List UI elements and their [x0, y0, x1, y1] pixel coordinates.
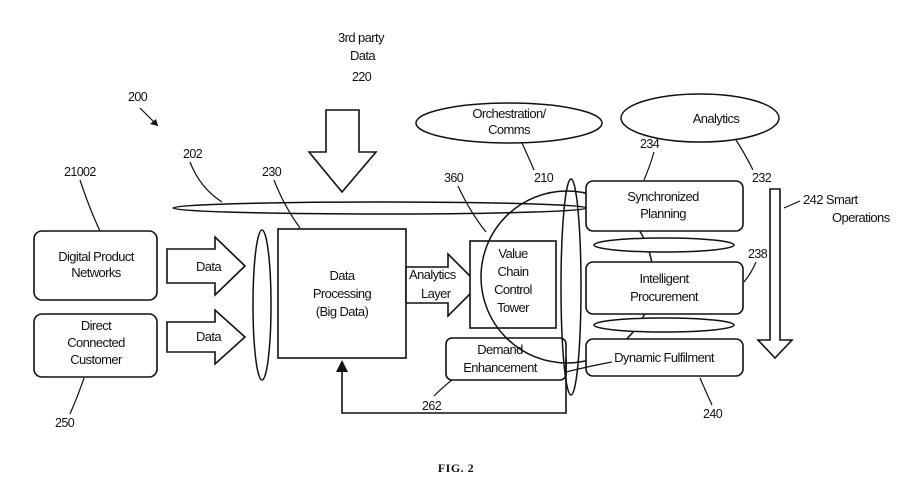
ref-250: 250 — [55, 416, 75, 430]
ref-232: 232 — [752, 171, 772, 185]
figure-ref-arrowhead — [150, 119, 158, 126]
third-party-data-label-2: Data — [350, 48, 376, 63]
ref-232-leader — [736, 140, 753, 170]
ref-360-leader — [458, 186, 486, 232]
analytics-label: Analytics — [693, 111, 741, 126]
orchestration-label-1: Orchestration/ — [472, 106, 546, 121]
intelligent-procurement-box — [586, 262, 743, 314]
ref-238: 238 — [748, 247, 768, 261]
control-tower-label-2: Chain — [498, 264, 529, 279]
intelligent-procurement-label-2: Procurement — [630, 289, 699, 304]
figure-ref-200: 200 — [128, 90, 148, 104]
demand-enhancement-label-2: Enhancement — [463, 360, 538, 375]
analytics-layer-label-1: Analytics — [409, 267, 457, 282]
control-tower-label-4: Tower — [497, 300, 530, 315]
smart-operations-label-2: Operations — [832, 210, 891, 225]
synchronized-planning-label-1: Synchronized — [627, 189, 699, 204]
control-tower-label-3: Control — [494, 282, 532, 297]
ref-21002-leader — [80, 180, 100, 231]
smart-operations-label-1: 242 Smart — [803, 192, 859, 207]
analytics-layer-label-2: Layer — [421, 286, 452, 301]
demand-enhancement-label-1: Demand — [477, 342, 523, 357]
data-bus-ellipse — [173, 202, 587, 214]
data-arrow-bottom-label: Data — [196, 329, 222, 344]
ref-202: 202 — [183, 147, 203, 161]
input-lens — [253, 230, 271, 380]
synchronized-planning-label-2: Planning — [640, 206, 686, 221]
ref-250-leader — [70, 378, 84, 414]
data-arrow-top-label: Data — [196, 259, 222, 274]
connector-ellipse-2 — [594, 318, 734, 332]
dynamic-fulfilment-label: Dynamic Fulfilment — [614, 350, 715, 365]
orchestration-label-2: Comms — [488, 122, 531, 137]
third-party-data-arrow — [309, 110, 376, 192]
control-tower-label-1: Value — [498, 246, 528, 261]
smart-operations-arrow — [758, 189, 792, 358]
feedback-loop-arrowhead — [336, 360, 348, 372]
figure-caption: FIG. 2 — [438, 461, 474, 475]
ref-234: 234 — [640, 137, 660, 151]
direct-connected-customer-label-1: Direct — [81, 318, 112, 333]
direct-connected-customer-label-2: Connected — [67, 335, 125, 350]
digital-product-networks-label-2: Networks — [71, 265, 121, 280]
data-processing-label-1: Data — [329, 268, 355, 283]
ref-230: 230 — [262, 165, 282, 179]
ref-262-leader — [434, 380, 452, 396]
smart-operations-leader — [784, 201, 800, 208]
ref-220: 220 — [352, 70, 372, 84]
ref-234-leader — [644, 152, 654, 180]
direct-connected-customer-label-3: Customer — [70, 352, 123, 367]
data-processing-label-3: (Big Data) — [316, 304, 369, 319]
ref-21002: 21002 — [64, 165, 96, 179]
ref-210-leader — [522, 143, 534, 170]
ref-230-leader — [274, 180, 300, 228]
ref-238-leader — [744, 262, 756, 282]
ref-210: 210 — [534, 171, 554, 185]
connector-ellipse-1 — [594, 238, 734, 252]
ref-240: 240 — [703, 407, 723, 421]
digital-product-networks-label-1: Digital Product — [58, 249, 135, 264]
intelligent-procurement-label-1: Intelligent — [639, 271, 689, 286]
analytics-layer-arrow — [406, 254, 479, 316]
data-processing-label-2: Processing — [313, 286, 372, 301]
ref-202-leader — [190, 162, 222, 202]
ref-360: 360 — [444, 171, 464, 185]
ref-240-leader — [700, 378, 712, 405]
third-party-data-label-1: 3rd party — [338, 30, 385, 45]
ref-262: 262 — [422, 399, 442, 413]
